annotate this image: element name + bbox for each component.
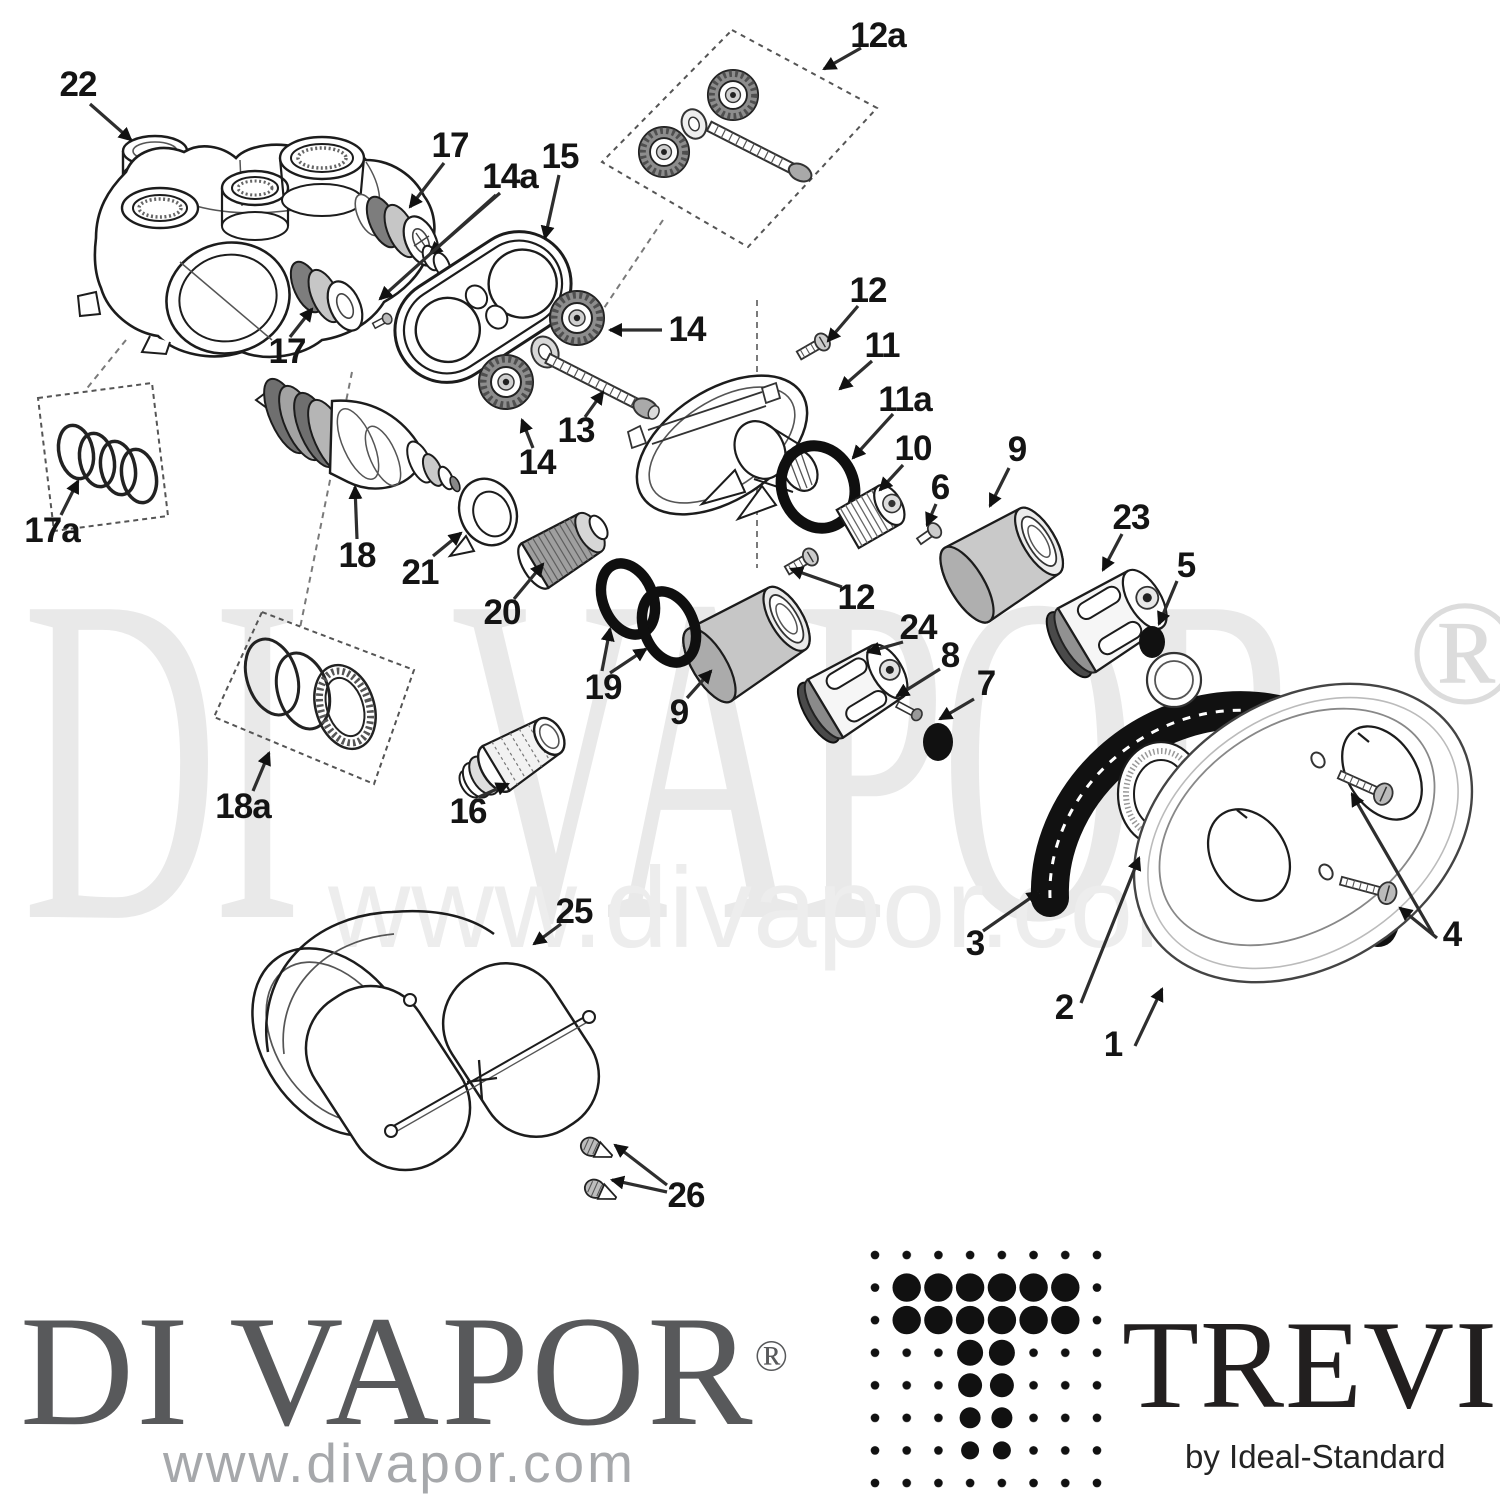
part-cap-7 (923, 723, 953, 761)
part-seal-5 (1139, 626, 1165, 658)
part-screw-13 (544, 352, 660, 420)
callout-14a: 14a (482, 157, 538, 196)
callout-22: 22 (59, 65, 98, 104)
divapor-registered-icon: ® (754, 1331, 788, 1381)
callout-20: 20 (483, 593, 522, 632)
divapor-url: www.divapor.com (163, 1432, 636, 1494)
part-kit-box-18a (212, 610, 416, 786)
callout-11a: 11a (878, 380, 932, 419)
callout-10: 10 (894, 429, 933, 468)
part-oring-11a (775, 440, 861, 534)
part-cover-25 (251, 909, 601, 1172)
part-gasket-15 (393, 230, 573, 384)
part-faceplate-1 (1132, 682, 1474, 984)
callout-23: 23 (1112, 498, 1151, 537)
callout-24: 24 (899, 608, 938, 647)
trevi-dot-t-logo (853, 1236, 1105, 1492)
part-handle-insert-23 (1045, 568, 1168, 679)
callout-14-b: 14 (518, 443, 557, 482)
part-washer-14-lower (478, 354, 534, 410)
callout-19: 19 (584, 668, 623, 707)
part-screw-6 (915, 522, 943, 546)
part-screw-12-upper (795, 332, 831, 361)
part-valve-body (76, 135, 436, 359)
callout-14-a: 14 (668, 310, 707, 349)
trevi-logo-text: TREVI (1122, 1296, 1498, 1435)
callout-12a: 12a (850, 16, 906, 55)
callout-26: 26 (667, 1176, 706, 1215)
callout-11: 11 (864, 326, 901, 365)
part-orings-19 (595, 558, 702, 668)
part-screw-4-lower (1338, 875, 1398, 905)
callout-6: 6 (930, 468, 950, 507)
callout-12-a: 12 (849, 271, 888, 310)
callout-25: 25 (555, 892, 594, 931)
callout-7: 7 (976, 664, 996, 703)
trevi-byline: by Ideal-Standard (1185, 1438, 1446, 1475)
callout-21: 21 (401, 553, 440, 592)
divapor-logo-text: DI VAPOR (20, 1284, 755, 1459)
callout-2: 2 (1054, 988, 1074, 1027)
watermark-url-text: www.divapor.com (328, 845, 1231, 972)
part-fitting-16 (458, 716, 566, 799)
part-sleeve-9-upper (939, 506, 1065, 624)
callout-8: 8 (940, 636, 960, 675)
part-collar-21 (447, 477, 519, 558)
part-washer-14-upper (549, 290, 605, 346)
callout-17-b: 17 (268, 332, 307, 371)
callout-17-a: 17 (431, 126, 470, 165)
callout-9-b: 9 (669, 693, 689, 732)
callout-4: 4 (1442, 915, 1462, 954)
callout-5: 5 (1176, 546, 1196, 585)
part-adapter-10 (835, 483, 906, 550)
callout-17a: 17a (24, 511, 80, 550)
callout-3: 3 (965, 924, 985, 963)
part-cartridge-18 (254, 377, 461, 493)
part-kit-box-12a (600, 28, 879, 249)
callout-18: 18 (338, 536, 377, 575)
part-cartridge-seat-17-upper (354, 193, 440, 267)
part-screw-26-upper (579, 1136, 614, 1158)
part-cartridge-seat-17-lower (289, 260, 393, 332)
callout-12-b: 12 (837, 578, 876, 617)
part-screw-4-upper (1336, 769, 1394, 806)
part-kit-box-17a (36, 381, 170, 533)
callout-16: 16 (449, 792, 488, 831)
part-pin-8 (894, 700, 923, 722)
part-handle-insert-24 (796, 643, 909, 744)
callout-arrows (59, 46, 1439, 1194)
callout-15: 15 (541, 137, 580, 176)
callout-9-a: 9 (1007, 430, 1027, 469)
divapor-logo: DI VAPOR® (20, 1293, 788, 1451)
part-screw-26-lower (583, 1178, 618, 1200)
callout-1: 1 (1103, 1025, 1123, 1064)
callout-13: 13 (557, 411, 596, 450)
callout-18a: 18a (215, 787, 271, 826)
